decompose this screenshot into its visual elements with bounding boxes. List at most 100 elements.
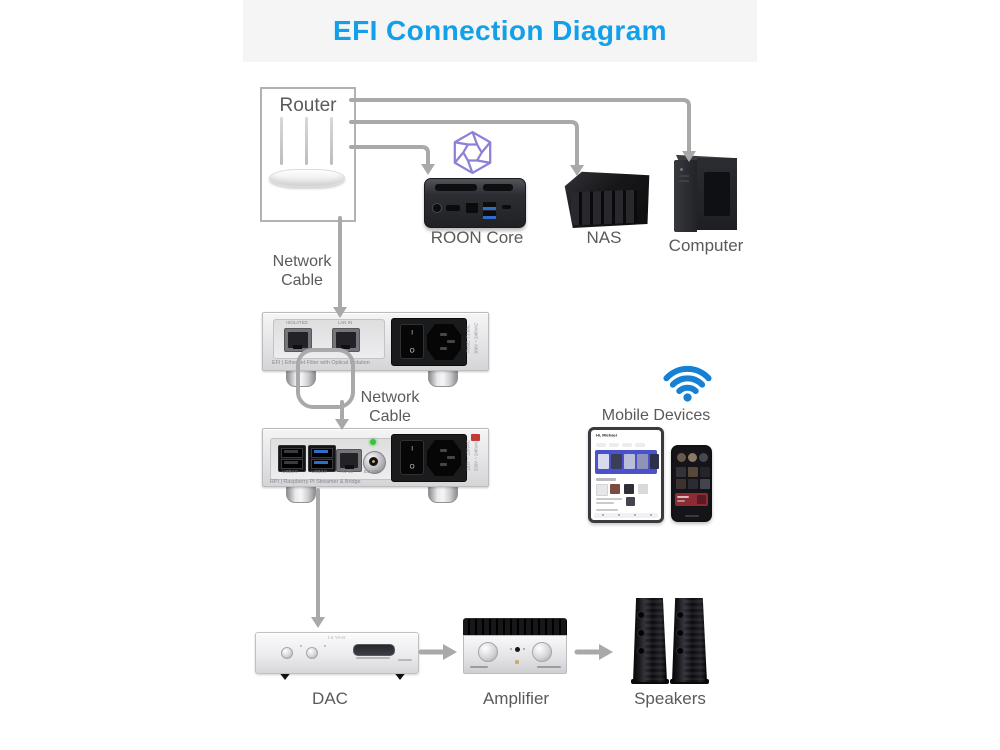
efi-isolated-port: [284, 328, 312, 352]
amp-display-dot: [515, 647, 520, 652]
nas-device: [564, 171, 650, 228]
network-cable-label-top: Network Cable: [272, 253, 332, 289]
amplifier-device: [463, 618, 567, 674]
switch-off-mark: O: [409, 346, 415, 355]
dac-knob: [281, 647, 293, 659]
album-thumb: [650, 454, 659, 469]
speaker-driver: [676, 647, 684, 655]
rpi-voltage1-text: 110V ~ 120VAC: [465, 439, 471, 472]
computer-front: [674, 160, 697, 232]
rpi-usb2-ports: [278, 445, 306, 472]
computer-side-panel: [704, 172, 730, 216]
speaker-driver: [676, 629, 684, 637]
usb-port: [483, 211, 496, 219]
speaker-driver: [637, 629, 645, 637]
router-antenna: [280, 117, 283, 165]
amp-text-bar: [470, 666, 488, 668]
rpi-power-switch: I O: [400, 440, 424, 475]
network-cable-label-mid: Network Cable: [360, 389, 420, 425]
album-thumb: [676, 479, 686, 489]
album-thumb: [700, 479, 710, 489]
speaker-right: [672, 598, 707, 682]
router-antenna: [305, 117, 308, 165]
tab-pill: [635, 443, 645, 447]
efi-fuse-text: FUSE: T1.6AL: [465, 324, 471, 353]
rpi-power-module: I O: [391, 434, 467, 482]
hdmi-port: [446, 205, 460, 211]
computer-device: [674, 154, 738, 232]
rpi-ext-10m-port: [363, 451, 386, 474]
album-thumb: [688, 479, 698, 489]
text-bar: [596, 498, 622, 500]
phone-device: [671, 445, 712, 522]
speakers-label: Speakers: [634, 689, 706, 708]
router-body: [269, 169, 345, 187]
title-band: EFI Connection Diagram: [243, 0, 757, 62]
status-led: [370, 439, 376, 445]
nas-drive-bays: [571, 189, 637, 226]
router-label: Router: [279, 95, 337, 116]
wire-router-roon: [349, 145, 430, 166]
album-thumb: [596, 484, 608, 496]
dac-text-bar: [356, 657, 390, 659]
power-jack: [432, 203, 442, 213]
drive-slot: [679, 180, 689, 182]
router-antenna: [330, 117, 333, 165]
rpi-usb2-label: USB2.0: [282, 469, 298, 474]
arrow-to-amp: [443, 644, 457, 660]
tablet-device: Hi, Michael: [588, 427, 664, 523]
efi-power-switch: I O: [400, 324, 424, 359]
rpi-device: I O: [262, 428, 489, 487]
roon-logo-icon: [453, 130, 492, 175]
arrow-to-dac: [311, 617, 325, 628]
switch-off-mark: O: [409, 462, 415, 471]
computer-label: Computer: [668, 236, 744, 255]
album-thumb: [700, 467, 710, 477]
rpi-usb3-ports: [308, 445, 336, 472]
album-thumb: [610, 484, 620, 494]
dac-foot: [393, 671, 407, 680]
usb-port: [483, 202, 496, 210]
text-bar: [596, 509, 618, 511]
efi-power-module: I O: [391, 318, 467, 366]
page-title: EFI Connection Diagram: [333, 15, 667, 46]
efi-caption: EFI | Ethernet Filter with Optical Isola…: [272, 359, 370, 365]
album-thumb: [624, 454, 635, 469]
efi-isolated-label: ISOLATED: [286, 320, 308, 325]
dac-display: [353, 644, 395, 656]
amp-indicator: [515, 660, 519, 664]
artist-circle: [688, 453, 697, 462]
home-indicator: [685, 515, 699, 517]
speaker-driver: [637, 611, 645, 619]
dac-text-bar: [398, 659, 412, 661]
tab-pill: [596, 443, 606, 447]
efi-lan-in-label: LAN IN: [337, 320, 353, 325]
vent-slot: [483, 184, 513, 191]
arrow-to-roon: [421, 164, 435, 175]
dac-foot: [278, 671, 292, 680]
drive-slot: [679, 175, 689, 177]
tablet-navbar: [594, 513, 658, 518]
usb-c-port: [502, 205, 511, 209]
vent-slot: [435, 184, 477, 191]
rpi-rj45-port: [336, 449, 362, 472]
wifi-icon: [663, 365, 712, 402]
album-thumb: [676, 467, 686, 477]
tablet-screen: Hi, Michael: [592, 431, 660, 519]
artist-circle: [677, 453, 686, 462]
album-thumb: [637, 454, 648, 469]
dac-device: La Voce: [255, 632, 419, 674]
amplifier-label: Amplifier: [482, 689, 550, 708]
dac-label: DAC: [312, 689, 348, 708]
rpi-caption: RPI | Raspberry Pi Streamer & Bridge: [270, 478, 361, 484]
speaker-left: [633, 598, 667, 682]
wire-router-computer: [349, 98, 691, 153]
album-thumb: [611, 454, 622, 469]
efi-iec-inlet: [427, 324, 461, 360]
dac-brand: La Voce: [328, 635, 346, 640]
rpi-iec-inlet: [427, 440, 461, 476]
efi-voltage-text: 100V ~ 240VAC: [473, 322, 479, 355]
rpi-ext10m-label: Ext 10M: [363, 469, 381, 474]
album-thumb: [624, 484, 634, 494]
